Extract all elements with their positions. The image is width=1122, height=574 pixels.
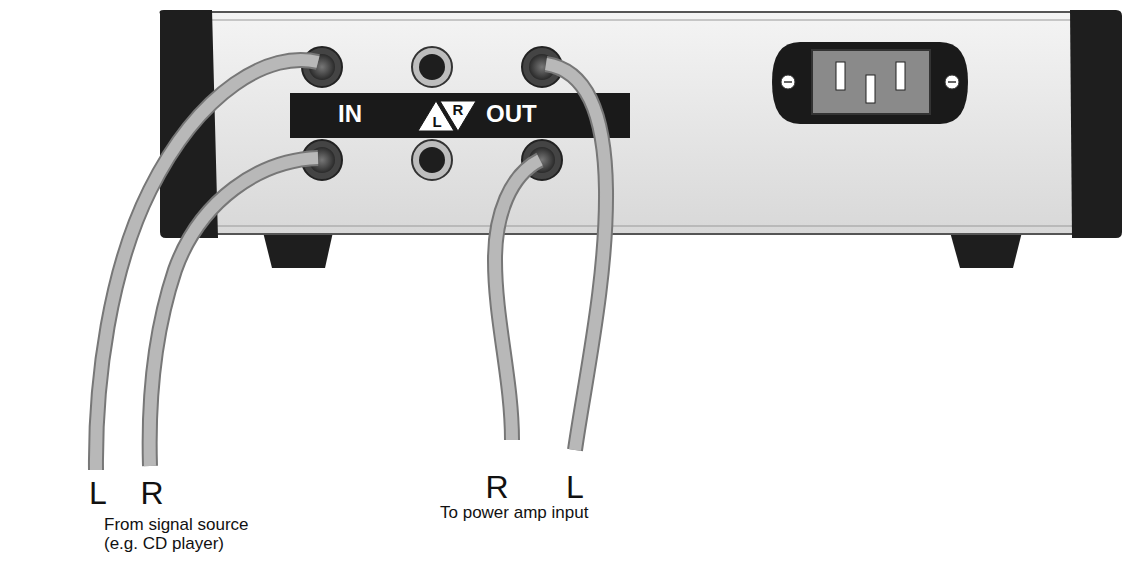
logo-triangle (440, 101, 476, 131)
label-band (290, 93, 630, 138)
source-note: From signal source (e.g. CD player) (104, 516, 279, 553)
channel-letter: L (566, 470, 584, 505)
jack-group-label: OUT (486, 101, 537, 127)
jack-group-label: IN (338, 101, 362, 127)
channel-letter: R (485, 470, 508, 505)
channel-letter: L (89, 476, 107, 511)
foot (950, 232, 1022, 268)
channel-logo-letter: L (432, 114, 441, 131)
iec-socket (772, 42, 968, 124)
channel-logo-letter: R (453, 102, 464, 119)
destination-note: To power amp input (440, 504, 588, 523)
rear-panel (210, 12, 1078, 234)
channel-letter: R (140, 476, 163, 511)
end-cap (1070, 10, 1122, 238)
rca-jack (302, 47, 562, 180)
audio-cable (96, 60, 606, 470)
foot (263, 232, 333, 268)
iec-inlet (812, 50, 930, 114)
